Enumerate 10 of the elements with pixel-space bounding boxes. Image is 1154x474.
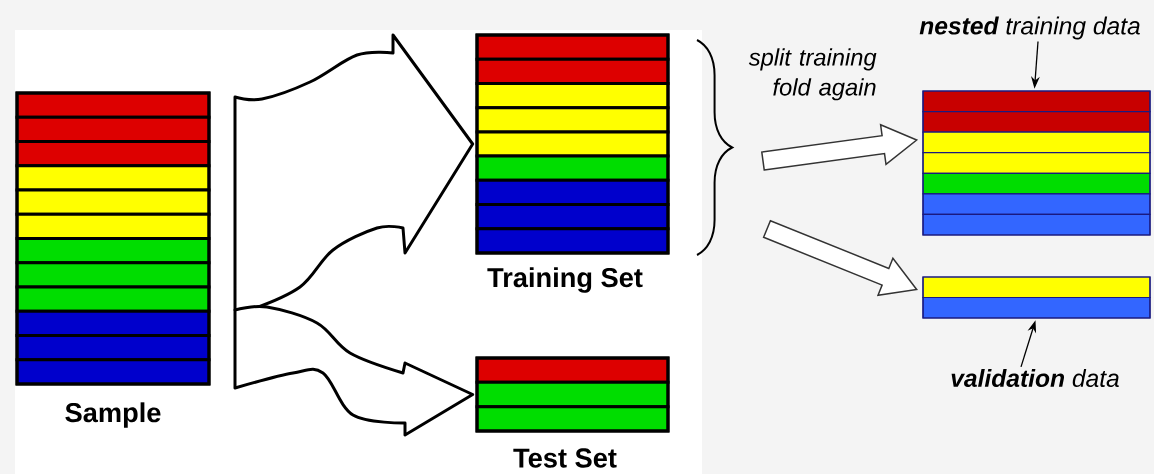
data-stack <box>922 276 1151 319</box>
stack-label: Sample <box>65 402 161 428</box>
data-stack <box>922 90 1151 236</box>
note-text: split training fold again <box>748 48 877 101</box>
block-arrow <box>233 305 475 437</box>
caption-text: validation data <box>951 368 1119 388</box>
stack-label: Training Set <box>487 267 643 293</box>
stack-label: Test Set <box>513 448 617 468</box>
caption-text: nested training data <box>919 16 1140 40</box>
block-arrow <box>762 219 919 297</box>
